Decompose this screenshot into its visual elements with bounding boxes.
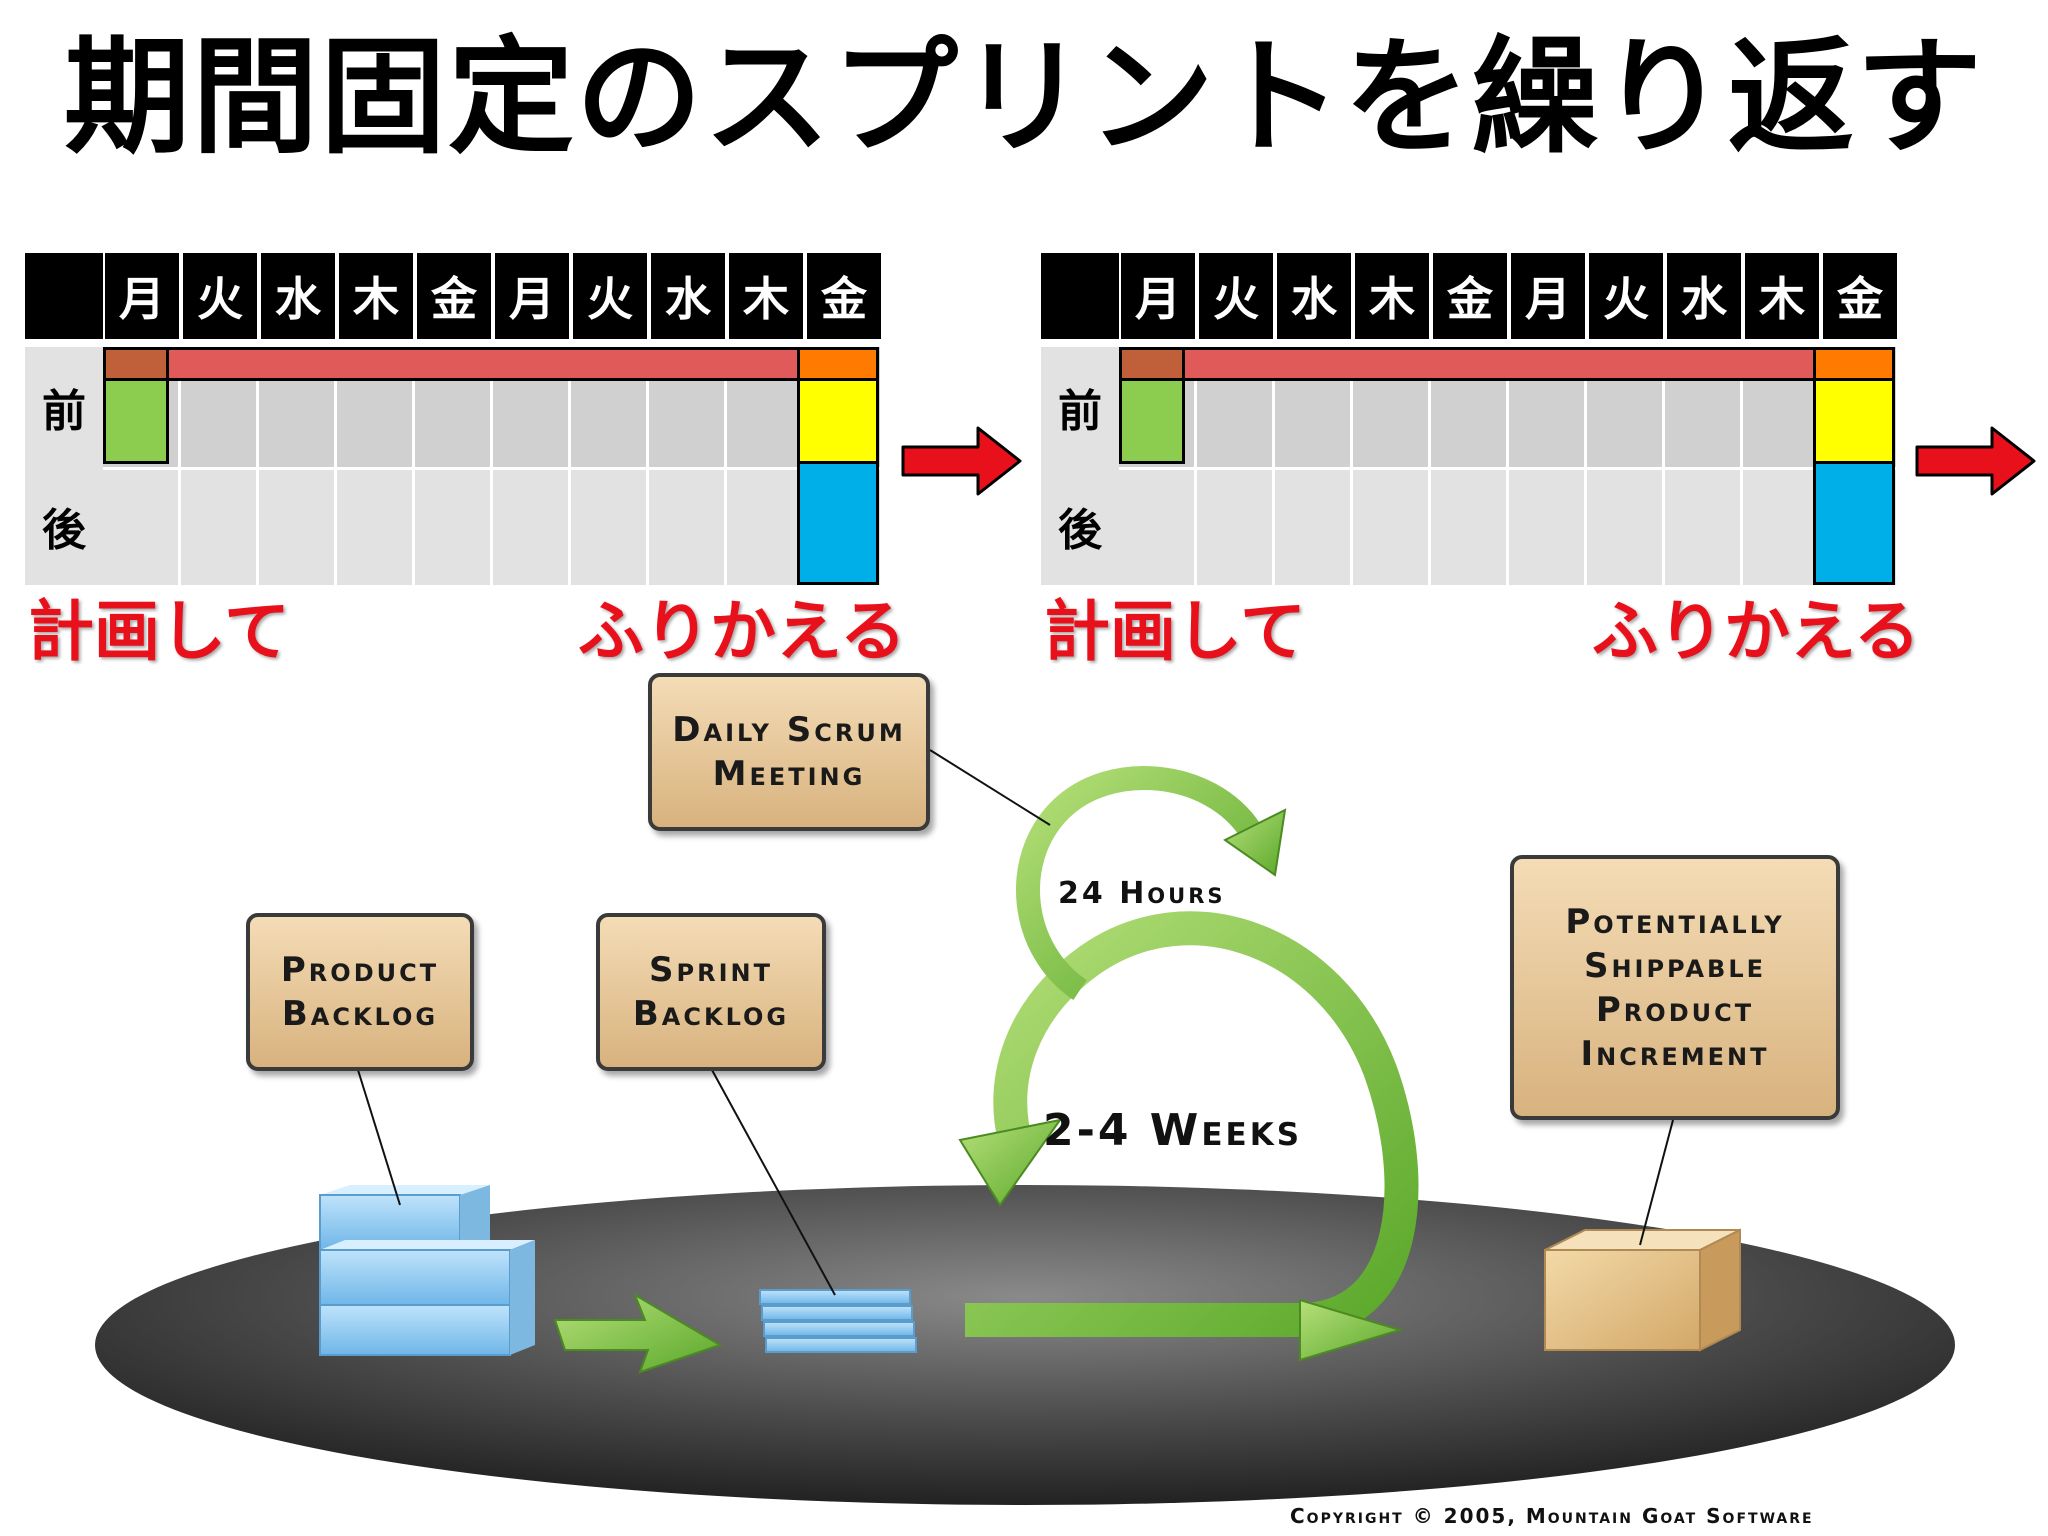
shippable-product-box xyxy=(1544,1228,1741,1352)
daily-scrum-box: Daily Scrum Meeting xyxy=(648,673,930,831)
review-top-block xyxy=(1813,347,1895,381)
day-header: 月 xyxy=(105,253,179,339)
connector-sprint-backlog xyxy=(711,1069,836,1296)
day-header: 水 xyxy=(1667,253,1741,339)
copyright-text: Copyright © 2005, Mountain Goat Software xyxy=(1290,1504,1814,1528)
day-header: 火 xyxy=(1589,253,1663,339)
day-header: 月 xyxy=(1121,253,1195,339)
sprint-duration-bar xyxy=(1119,347,1889,381)
sprint-planning-block xyxy=(1119,378,1185,464)
schedule-cell xyxy=(1431,467,1509,585)
sprint-loop-arrow xyxy=(965,911,1419,1337)
day-header: 金 xyxy=(1433,253,1507,339)
scrum-process-diagram xyxy=(95,749,1955,1505)
page-title: 期間固定のスプリントを繰り返す xyxy=(64,24,1984,171)
plan-label-2: 計画して xyxy=(1044,593,1307,670)
retrospective-block xyxy=(1813,461,1895,585)
schedule-cell xyxy=(727,467,805,585)
day-header: 木 xyxy=(1355,253,1429,339)
schedule-cell xyxy=(1119,467,1197,585)
schedule-cell xyxy=(337,467,415,585)
schedule-cell xyxy=(1275,467,1353,585)
product-backlog-blocks xyxy=(319,1185,535,1356)
weeks-label: 2-4 Weeks xyxy=(1043,1105,1303,1156)
sprint-review-block xyxy=(1813,378,1895,464)
day-header: 火 xyxy=(183,253,257,339)
sprint-schedule-2: 月火水木金月火水木金前後 xyxy=(1041,253,1899,585)
day-header: 木 xyxy=(729,253,803,339)
day-header: 木 xyxy=(339,253,413,339)
schedule-cell xyxy=(103,467,181,585)
schedule-cell xyxy=(571,467,649,585)
sprint-planning-block xyxy=(103,378,169,464)
increment-label: Potentially Shippable Product Increment xyxy=(1565,901,1785,1074)
planning-top-block xyxy=(1119,347,1185,381)
row-label-after: 後 xyxy=(1041,467,1119,585)
sprint-schedule-1: 月火水木金月火水木金前後 xyxy=(25,253,883,585)
day-header: 金 xyxy=(1823,253,1897,339)
schedule-cell xyxy=(1665,467,1743,585)
product-backlog-label: Product Backlog xyxy=(280,950,440,1034)
flow-arrow-1 xyxy=(553,1292,723,1374)
retro-label-1: ふりかえる xyxy=(578,593,907,670)
daily-scrum-label: Daily Scrum Meeting xyxy=(672,710,906,794)
day-header: 火 xyxy=(573,253,647,339)
row-label-before: 前 xyxy=(1041,347,1119,467)
day-header: 火 xyxy=(1199,253,1273,339)
increment-box: Potentially Shippable Product Increment xyxy=(1510,855,1840,1120)
schedule-cell xyxy=(415,467,493,585)
next-sprint-arrow-2 xyxy=(1915,426,2036,496)
day-header: 水 xyxy=(261,253,335,339)
row-label-before: 前 xyxy=(25,347,103,467)
plan-label-1: 計画して xyxy=(28,593,291,670)
day-header: 水 xyxy=(1277,253,1351,339)
row-label-after: 後 xyxy=(25,467,103,585)
retrospective-block xyxy=(797,461,879,585)
schedule-cell xyxy=(1197,467,1275,585)
schedule-cell xyxy=(1587,467,1665,585)
sprint-backlog-box: Sprint Backlog xyxy=(596,913,826,1071)
retro-label-2: ふりかえる xyxy=(1592,593,1921,670)
connector-daily-scrum xyxy=(929,749,1051,826)
sprint-duration-bar xyxy=(103,347,873,381)
product-backlog-box: Product Backlog xyxy=(246,913,474,1071)
schedule-corner xyxy=(25,253,103,339)
day-header: 月 xyxy=(495,253,569,339)
daily-loop-arrow xyxy=(1016,766,1260,1000)
planning-top-block xyxy=(103,347,169,381)
day-header: 金 xyxy=(417,253,491,339)
review-top-block xyxy=(797,347,879,381)
hours-label: 24 Hours xyxy=(1058,876,1226,911)
sprint-backlog-label: Sprint Backlog xyxy=(632,950,790,1034)
schedule-cell xyxy=(1743,467,1821,585)
schedule-cell xyxy=(649,467,727,585)
schedule-cell xyxy=(181,467,259,585)
schedule-cell xyxy=(259,467,337,585)
schedule-cell xyxy=(493,467,571,585)
day-header: 金 xyxy=(807,253,881,339)
day-header: 水 xyxy=(651,253,725,339)
day-header: 木 xyxy=(1745,253,1819,339)
sprint-backlog-sheets xyxy=(759,1289,917,1353)
sprint-review-block xyxy=(797,378,879,464)
schedule-cell xyxy=(1509,467,1587,585)
connector-increment xyxy=(1639,1119,1674,1246)
connector-product-backlog xyxy=(357,1069,401,1206)
schedule-cell xyxy=(1353,467,1431,585)
next-sprint-arrow-1 xyxy=(901,426,1022,496)
platform-disc xyxy=(95,1185,1955,1505)
day-header: 月 xyxy=(1511,253,1585,339)
schedule-corner xyxy=(1041,253,1119,339)
